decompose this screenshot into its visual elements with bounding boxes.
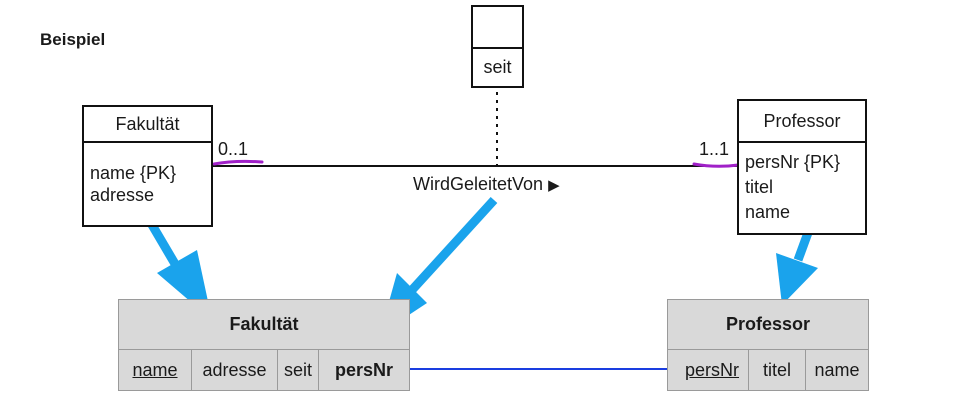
uml-attribute: adresse	[90, 185, 155, 205]
relation-table-professor-name: Professor	[668, 300, 868, 350]
multiplicity-right-mark	[692, 162, 740, 168]
uml-attribute: name	[745, 202, 791, 222]
association-direction-marker: ▶	[548, 177, 560, 194]
table-column: seit	[278, 350, 319, 390]
uml-attribute: titel	[745, 177, 774, 197]
mapping-arrow-association	[408, 196, 498, 294]
uml-class-fakultaet: Fakultät name {PK} adresse	[82, 105, 213, 227]
association-class-box: seit	[471, 5, 524, 88]
association-class-name-compartment	[473, 7, 522, 49]
table-column: adresse	[192, 350, 278, 390]
table-column: name	[119, 350, 192, 390]
multiplicity-left: 0..1	[218, 139, 249, 159]
table-column: persNr	[334, 359, 394, 380]
uml-attribute: persNr {PK}	[745, 152, 841, 172]
table-column: name	[814, 359, 860, 380]
multiplicity-right: 1..1	[699, 139, 730, 159]
uml-class-professor: Professor persNr {PK} titel name	[737, 99, 867, 235]
table-column: persNr	[668, 350, 749, 390]
multiplicity-left-mark	[212, 159, 264, 166]
uml-class-professor-name: Professor	[739, 101, 865, 143]
example-heading: Beispiel	[40, 30, 106, 49]
relation-table-professor: Professor persNr titel name	[667, 299, 869, 391]
uml-attribute: name {PK}	[90, 163, 177, 183]
association-name: WirdGeleitetVon ▶	[413, 174, 560, 195]
uml-class-fakultaet-name: Fakultät	[84, 107, 211, 143]
association-class-attribute: seit	[483, 57, 512, 77]
relation-table-fakultaet-name: Fakultät	[119, 300, 409, 350]
relation-table-fakultaet: Fakultät name adresse seit persNr	[118, 299, 410, 391]
table-column: titel	[749, 350, 806, 390]
association-name-text: WirdGeleitetVon	[413, 174, 544, 194]
